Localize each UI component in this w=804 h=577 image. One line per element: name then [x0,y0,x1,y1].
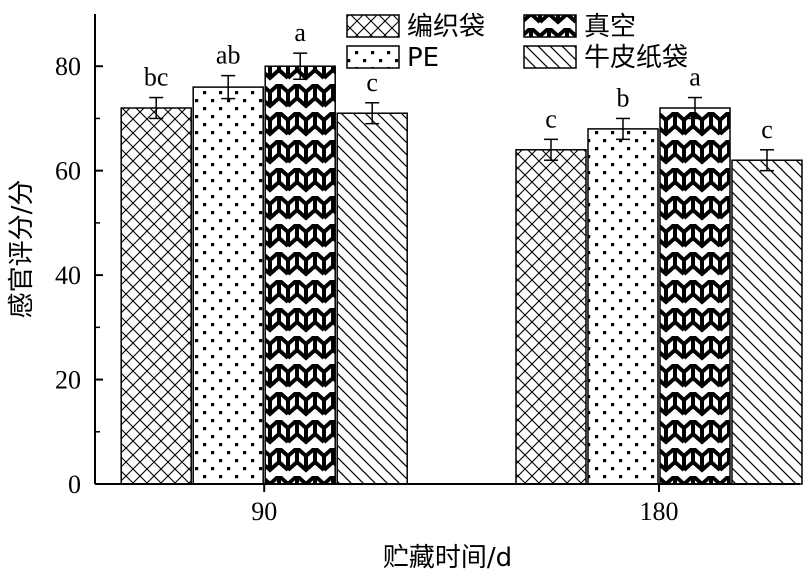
significance-label: a [689,63,701,92]
bars-group [120,65,803,485]
bar-90-0 [120,107,192,485]
y-tick-label: 0 [68,470,81,499]
bar-180-0 [515,149,587,485]
significance-label: c [545,104,557,133]
bar-180-2 [659,107,731,485]
legend-swatch-3 [523,45,577,69]
y-tick-label: 80 [55,52,81,81]
significance-label: ab [216,41,241,70]
bar-90-3 [336,112,408,485]
significance-labels-group: bc ab a c c b a c [144,18,773,144]
y-tick-label: 60 [55,157,81,186]
significance-label: a [294,18,306,47]
significance-label: c [366,68,378,97]
significance-label: b [617,83,630,112]
legend-swatch-1 [346,45,400,69]
bar-180-1 [587,128,659,485]
legend-label-1: PE [407,43,439,73]
bar-180-3 [731,159,803,485]
y-tick-label: 40 [55,261,81,290]
x-tick-label: 180 [640,497,679,526]
significance-label: bc [144,63,169,92]
plot-area: bc ab a c c b a c [120,18,803,485]
bar-90-2 [264,65,336,485]
bar-90-1 [192,86,264,485]
legend-label-3: 牛皮纸袋 [584,43,688,73]
x-ticks: 90 180 [251,484,679,526]
significance-label: c [761,115,773,144]
legend-swatch-2 [523,14,577,38]
y-tick-label: 20 [55,366,81,395]
error-bars-group [149,52,774,172]
y-ticks: 0 20 40 60 80 [55,52,103,499]
legend-label-0: 编织袋 [407,12,485,42]
axes: 0 20 40 60 80 90 180 [55,14,800,526]
y-axis-title: 感官评分/分 [7,180,37,319]
legend-label-2: 真空 [584,12,636,42]
legend-swatch-0 [346,14,400,38]
x-tick-label: 90 [251,497,277,526]
x-axis-title: 贮藏时间/d [383,543,512,573]
